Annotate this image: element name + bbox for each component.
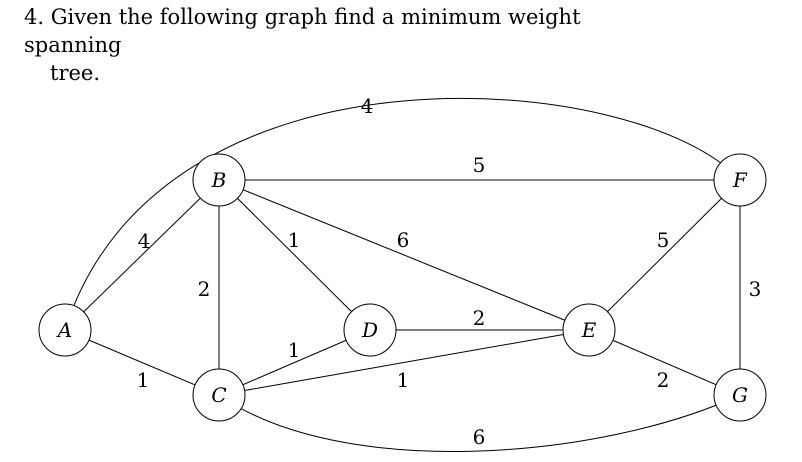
edge-c-d [218,329,371,396]
edge-weight-a-c: 1 [137,368,150,392]
edge-weight-b-d: 1 [288,228,301,252]
node-c: C [192,368,246,422]
node-circle [192,368,246,422]
edge-a-f [64,97,741,331]
edge-a-b [64,179,220,331]
edge-c-g [218,394,741,452]
edge-weight-e-f: 5 [657,228,670,252]
edge-weight-a-f: 4 [361,94,374,118]
node-label: A [56,318,72,342]
node-circle [343,303,397,357]
node-circle [713,368,767,422]
node-circle [713,153,767,207]
node-f: F [713,153,767,207]
edge-a-c [64,329,220,396]
edge-c-e [218,329,590,396]
edge-weight-b-c: 2 [198,277,211,301]
node-label: D [361,318,378,342]
edge-weight-c-d: 1 [288,338,301,362]
edge-weight-f-g: 3 [749,277,762,301]
edge-e-g [588,329,741,396]
node-circle [38,303,92,357]
node-label: F [732,168,748,192]
node-g: G [713,368,767,422]
node-circle [192,153,246,207]
node-label: G [732,383,748,407]
edge-weight-d-e: 2 [473,306,486,330]
node-e: E [562,303,616,357]
problem-number: 4. [24,5,45,29]
node-d: D [343,303,397,357]
vertices: A B C D E F G [38,153,767,422]
node-a: A [38,303,92,357]
node-label: B [211,168,227,192]
edge-weight-e-g: 2 [657,368,670,392]
edges [64,97,741,452]
edge-weight-b-f: 5 [473,153,486,177]
edge-b-e [218,179,590,331]
problem-statement: 4. Given the following graph find a mini… [24,3,684,87]
edge-weight-a-b: 4 [138,229,151,253]
edge-e-f [588,179,741,331]
node-label: C [211,383,226,407]
problem-text-line1: Given the following graph find a minimum… [24,5,581,57]
node-b: B [192,153,246,207]
edge-weights: 4 1 4 2 1 6 5 1 1 6 2 5 2 3 [137,94,762,449]
edge-weight-c-e: 1 [397,368,410,392]
problem-text-line2: tree. [50,61,101,85]
node-label: E [581,318,597,342]
node-circle [562,303,616,357]
edge-weight-b-e: 6 [397,228,410,252]
edge-b-d [218,179,371,331]
edge-weight-c-g: 6 [473,425,486,449]
